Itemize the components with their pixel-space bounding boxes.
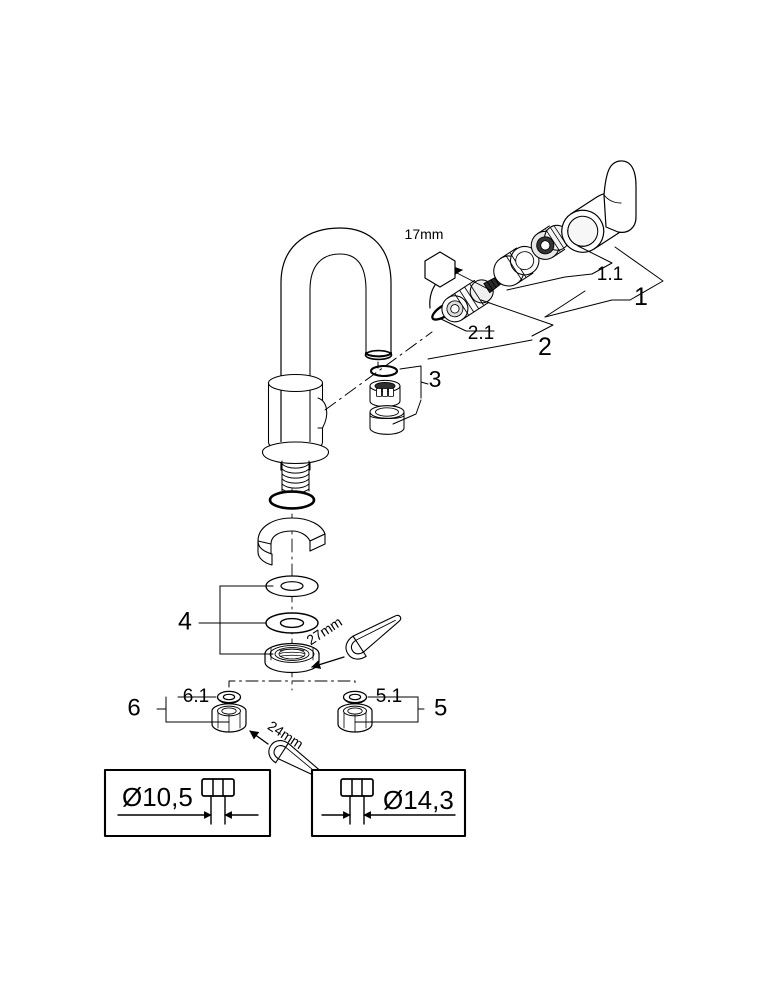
- callout-4: 4: [178, 608, 192, 636]
- washer-left: [216, 690, 242, 704]
- callout-5-1: 5.1: [376, 686, 402, 707]
- handle-adapter: [530, 224, 570, 260]
- callout-6: 6: [127, 694, 140, 721]
- crescent-bracket: [257, 517, 326, 566]
- washer-right: [342, 690, 368, 704]
- cartridge-assembly: [429, 266, 503, 323]
- dimension-box-right: [310, 768, 467, 838]
- lever-handle: [561, 160, 637, 253]
- hex-nut-17mm-indicator: [424, 251, 493, 292]
- callout-5: 5: [434, 694, 447, 721]
- cartridge-cap-ring: [493, 245, 540, 287]
- mounting-nut: [264, 642, 320, 674]
- nut-left: [211, 703, 247, 733]
- tool-label-17mm: 17mm: [405, 226, 444, 242]
- callout-1-1: 1.1: [597, 264, 623, 285]
- nut-right: [337, 703, 373, 733]
- callout-2: 2: [538, 333, 552, 361]
- callout-3: 3: [429, 366, 442, 392]
- callout-1: 1: [634, 283, 648, 311]
- aerator-assembly: [369, 364, 405, 435]
- base-o-ring: [268, 490, 316, 510]
- wrench-27mm: [311, 614, 402, 669]
- mounting-washer-thick: [265, 575, 319, 598]
- spout-body: [280, 227, 393, 471]
- spout-base: [261, 373, 330, 494]
- dimension-label-left: Ø10,5: [122, 782, 193, 812]
- dimension-label-right: Ø14,3: [383, 785, 454, 815]
- mounting-washer-thin: [265, 612, 319, 634]
- callout-6-1: 6.1: [183, 686, 209, 707]
- connector-branch: [228, 680, 356, 688]
- leader-lines: [156, 245, 664, 723]
- callout-2-1: 2.1: [468, 323, 494, 344]
- dimension-box-left: [103, 768, 272, 838]
